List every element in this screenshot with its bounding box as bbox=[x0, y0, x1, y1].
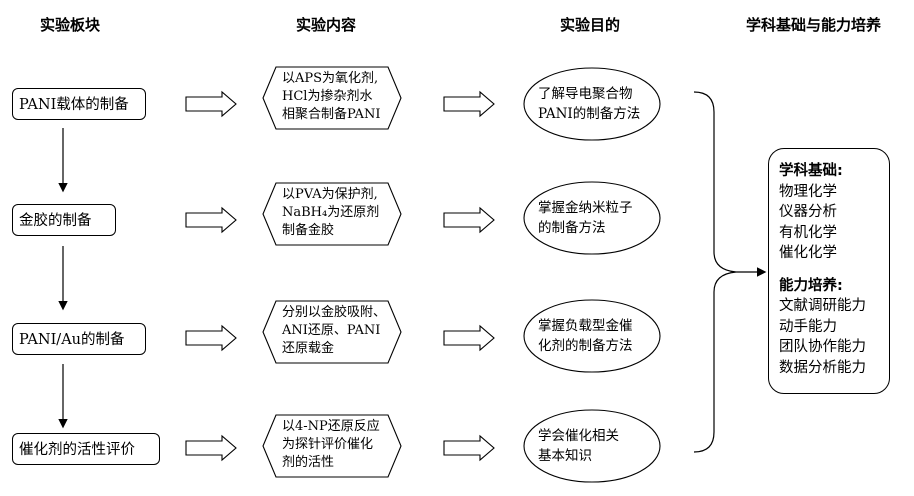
block-arrow-content-3 bbox=[443, 324, 495, 352]
ability-item: 动手能力 bbox=[779, 318, 837, 335]
purpose-line: 学会催化相关 bbox=[538, 428, 619, 444]
purpose-ellipse-2: 掌握金纳米粒子 的制备方法 bbox=[522, 180, 662, 256]
block-arrow-content-2 bbox=[443, 206, 495, 234]
content-line: ANI还原、PANI bbox=[282, 323, 381, 338]
block-arrow-stage-2 bbox=[185, 206, 237, 234]
block-arrow-content-4 bbox=[443, 434, 495, 462]
content-hexagon-2: 以PVA为保护剂, NaBH₄为还原剂 制备金胶 bbox=[262, 182, 402, 246]
stage-box-pani-au: PANI/Au的制备 bbox=[12, 323, 146, 355]
content-line: 以4-NP还原反应 bbox=[282, 419, 380, 434]
grouping-brace bbox=[693, 91, 737, 453]
content-hexagon-4: 以4-NP还原反应 为探针评价催化 剂的活性 bbox=[262, 414, 402, 478]
ability-title: 能力培养: bbox=[779, 277, 843, 294]
header-experiment-module: 实验板块 bbox=[40, 16, 101, 34]
stage-box-gold-colloid: 金胶的制备 bbox=[12, 204, 116, 236]
purpose-line: PANI的制备方法 bbox=[538, 106, 641, 122]
content-line: 相聚合制备PANI bbox=[282, 107, 381, 122]
content-line: 剂的活性 bbox=[282, 455, 335, 470]
purpose-line: 掌握负载型金催 bbox=[538, 318, 633, 334]
ability-item: 文献调研能力 bbox=[779, 298, 866, 314]
header-experiment-purpose: 实验目的 bbox=[560, 16, 621, 34]
content-line: 以APS为氧化剂, bbox=[282, 71, 379, 86]
content-line: 分别以金胶吸附、 bbox=[282, 305, 387, 320]
purpose-ellipse-1: 了解导电聚合物 PANI的制备方法 bbox=[522, 66, 662, 142]
content-line: HCl为掺杂剂水 bbox=[282, 89, 373, 104]
content-line: NaBH₄为还原剂 bbox=[282, 205, 380, 220]
purpose-line: 的制备方法 bbox=[538, 220, 606, 236]
ability-item: 数据分析能力 bbox=[779, 359, 866, 376]
basis-item: 仪器分析 bbox=[779, 204, 837, 220]
purpose-line: 掌握金纳米粒子 bbox=[538, 200, 633, 216]
content-line: 制备金胶 bbox=[282, 223, 335, 238]
stage-box-activity-evaluation: 催化剂的活性评价 bbox=[12, 433, 160, 465]
block-arrow-stage-3 bbox=[185, 324, 237, 352]
purpose-ellipse-3: 掌握负载型金催 化剂的制备方法 bbox=[522, 298, 662, 374]
content-line: 还原载金 bbox=[282, 341, 335, 356]
content-line: 以PVA为保护剂, bbox=[282, 187, 378, 202]
content-hexagon-1: 以APS为氧化剂, HCl为掺杂剂水 相聚合制备PANI bbox=[262, 66, 402, 130]
basis-title: 学科基础: bbox=[779, 163, 843, 179]
purpose-ellipse-4: 学会催化相关 基本知识 bbox=[522, 408, 662, 484]
purpose-line: 基本知识 bbox=[538, 448, 592, 464]
purpose-line: 化剂的制备方法 bbox=[538, 338, 633, 354]
content-line: 为探针评价催化 bbox=[282, 437, 374, 452]
block-arrow-content-1 bbox=[443, 90, 495, 118]
ability-item: 团队协作能力 bbox=[779, 339, 866, 355]
basis-item: 物理化学 bbox=[779, 183, 837, 200]
header-experiment-content: 实验内容 bbox=[296, 16, 357, 34]
block-arrow-stage-4 bbox=[185, 434, 237, 462]
purpose-line: 了解导电聚合物 bbox=[538, 86, 633, 102]
stage-box-pani-support: PANI载体的制备 bbox=[12, 88, 146, 120]
basis-item: 催化化学 bbox=[779, 245, 837, 261]
header-discipline-ability: 学科基础与能力培养 bbox=[746, 16, 882, 34]
basis-item: 有机化学 bbox=[779, 224, 837, 241]
block-arrow-stage-1 bbox=[185, 90, 237, 118]
content-hexagon-3: 分别以金胶吸附、 ANI还原、PANI 还原载金 bbox=[262, 300, 402, 364]
discipline-ability-box: 学科基础: 物理化学 仪器分析 有机化学 催化化学 能力培养: 文献调研能力 动… bbox=[768, 148, 890, 394]
